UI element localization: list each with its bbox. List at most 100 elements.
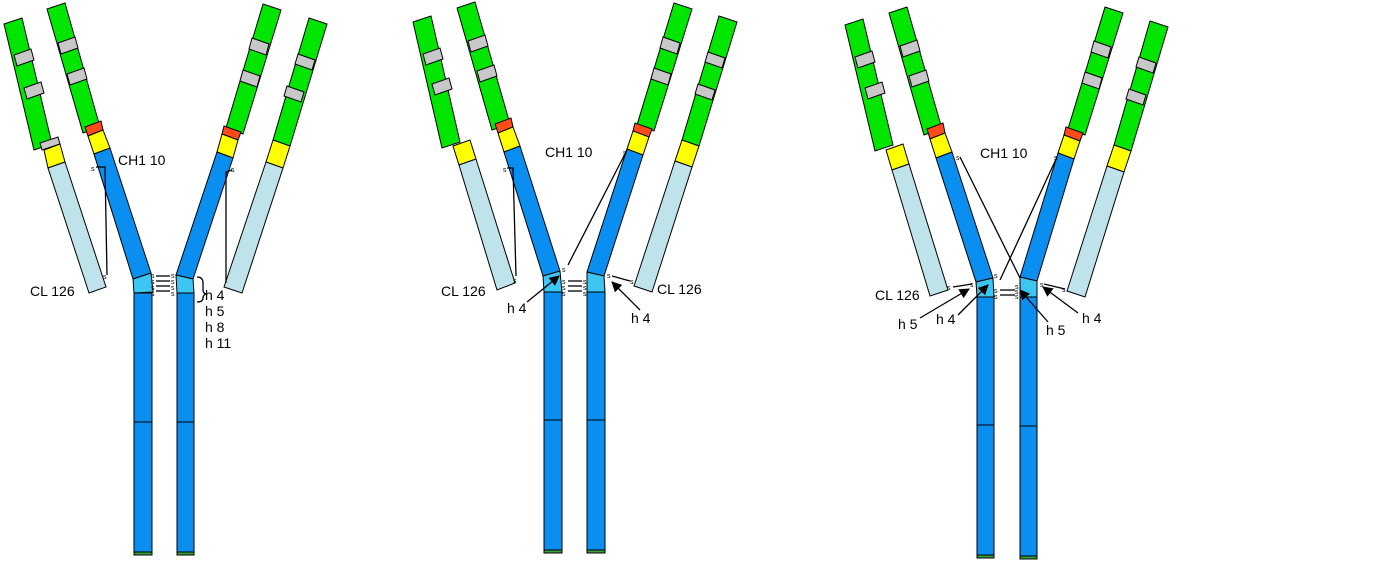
sulfur-atom: s <box>171 273 175 280</box>
variable-domain <box>46 2 101 134</box>
hinge-label-4: h 11 <box>205 335 231 351</box>
framework-band <box>467 34 489 53</box>
light-constant-domain <box>47 161 107 294</box>
variable-domain <box>3 17 53 151</box>
sulfur-atom: s <box>994 288 998 295</box>
arrow-hinge-left-h5 <box>919 288 970 319</box>
heavy-constant-domain <box>176 421 195 553</box>
sulfur-atom: s <box>562 285 566 292</box>
sulfur-atom: s <box>994 294 998 301</box>
arrow-hinge-right-h5 <box>1019 289 1049 323</box>
sulfur-atom: s <box>151 273 155 280</box>
sulfur-atom: s <box>103 274 107 281</box>
cl-label-right: CL 126 <box>657 281 702 297</box>
variable-domain <box>1113 20 1169 152</box>
variable-domain <box>456 1 511 131</box>
hinge-label-right-a: h 5 <box>1046 322 1066 338</box>
hinge-label-1: h 4 <box>205 287 225 303</box>
variable-domain <box>1067 6 1124 136</box>
c-terminal-cap <box>176 551 195 556</box>
framework-band <box>854 50 876 69</box>
disulfide-bond-line <box>952 283 973 288</box>
sulfur-atom: s <box>513 278 517 285</box>
framework-band <box>908 69 930 88</box>
disulfide-bonds-panel-3 <box>952 156 1066 296</box>
light-chain-left <box>844 18 949 297</box>
sulfur-atom: s <box>994 273 998 280</box>
labels-panel-2: CH1 10 CL 126 CL 126 h 4 h 4 <box>441 144 702 326</box>
heavy-constant-domain <box>543 419 563 551</box>
framework-band <box>476 64 498 83</box>
sulfur-atom: s <box>947 285 951 292</box>
framework-band <box>422 47 444 66</box>
c-terminal-cap <box>543 549 563 554</box>
light-constant-domain <box>633 160 693 293</box>
c-terminal-cap <box>133 551 153 556</box>
ch1-label: CH1 10 <box>545 144 593 160</box>
light-constant-domain <box>891 163 949 297</box>
light-chain-left <box>3 17 107 294</box>
disulfide-bonds-panel-1 <box>96 166 233 303</box>
sulfur-atom: s <box>970 282 974 289</box>
ch1-label: CH1 10 <box>980 145 1028 161</box>
heavy-chain-right <box>586 2 693 554</box>
heavy-constant-domain <box>976 296 995 426</box>
framework-band <box>650 67 672 86</box>
heavy-constant-domain <box>176 292 195 423</box>
sulfur-atom: s <box>171 285 175 292</box>
sulfur-atom: s <box>171 291 175 298</box>
framework-band <box>1135 56 1157 74</box>
framework-band <box>431 77 453 96</box>
heavy-constant-domain <box>586 291 606 421</box>
disulfide-bond-line <box>999 156 1058 281</box>
light-constant-domain <box>458 158 516 291</box>
arrows-panel-3 <box>919 284 1079 323</box>
sulfur-atom: s <box>171 279 175 286</box>
sulfur-atoms-panel-1: s s s s s s s s s s s <box>91 166 235 298</box>
heavy-chain-left <box>456 1 563 554</box>
disulfide-bond-line <box>507 167 517 277</box>
c-terminal-cap <box>1019 555 1038 560</box>
framework-band <box>899 39 921 58</box>
sulfur-atom: s <box>607 273 611 280</box>
framework-band <box>694 83 716 101</box>
c-terminal-cap <box>586 549 606 554</box>
variable-domain <box>681 15 738 147</box>
variable-domain <box>272 17 328 147</box>
arrow-hinge-left-h4 <box>957 284 989 316</box>
framework-band <box>864 81 886 100</box>
framework-band <box>248 37 270 56</box>
labels-panel-1: CH1 10 CL 126 h 4 h 5 h 8 h 11 <box>30 152 231 351</box>
heavy-chain-left <box>46 2 154 556</box>
panel-3-antibody: s s s s s s s s s s s s CH1 10 CL 126 h … <box>844 6 1169 560</box>
cl-label-left: CL 126 <box>441 283 486 299</box>
heavy-constant-domain <box>1019 296 1038 427</box>
variable-domain <box>636 2 693 132</box>
framework-band <box>13 48 35 67</box>
sulfur-atom: s <box>1054 155 1058 162</box>
light-chain-right <box>223 17 328 294</box>
arrow-hinge-right <box>611 281 641 311</box>
sulfur-atom: s <box>151 291 155 298</box>
sulfur-atom: s <box>583 285 587 292</box>
sulfur-atom: s <box>151 279 155 286</box>
framework-band <box>23 81 45 100</box>
heavy-constant-domain <box>976 424 995 556</box>
framework-band <box>239 69 261 88</box>
sulfur-atom: s <box>1062 287 1066 294</box>
disulfide-bond-line <box>196 276 209 303</box>
cl-label-left: CL 126 <box>875 287 920 303</box>
disulfide-bonds-panel-2 <box>507 149 631 292</box>
framework-band <box>1090 40 1112 59</box>
hinge-region <box>132 272 154 294</box>
framework-band <box>704 51 726 69</box>
arrow-hinge-right-h4 <box>1042 286 1079 314</box>
disulfide-bond-line <box>96 166 108 276</box>
light-chain-left <box>412 15 516 291</box>
framework-band <box>57 36 79 55</box>
sulfur-atoms-panel-3: s s s s s s s s s s s s <box>947 155 1066 301</box>
sulfur-atom: s <box>503 167 507 174</box>
sulfur-atom: s <box>91 166 95 173</box>
variable-domain <box>225 3 282 135</box>
sulfur-atom: s <box>1040 282 1044 289</box>
